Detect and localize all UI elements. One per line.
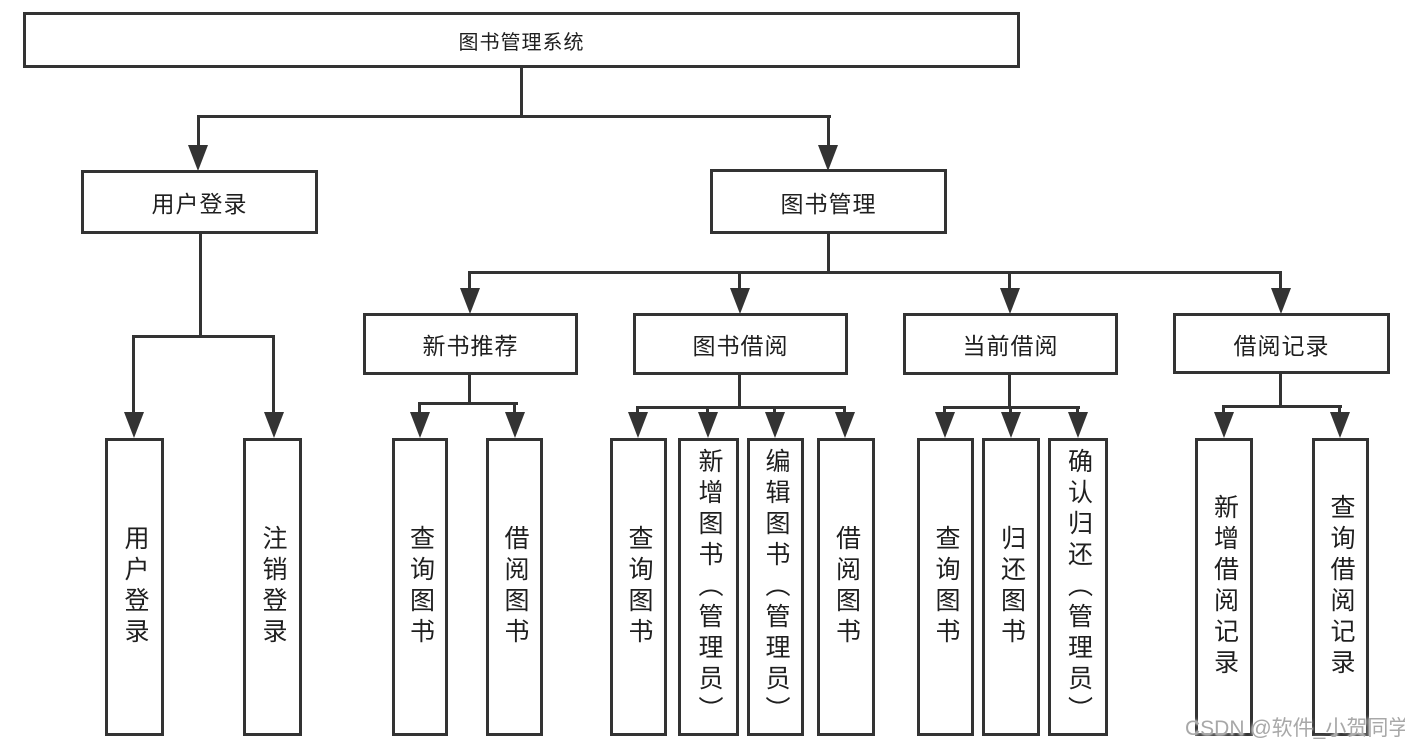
edge-drop-current-borrowing [1008,271,1011,290]
edge-drop-query-books-2 [636,406,639,414]
edge-drop-edit-books [773,406,776,414]
edge-drop-borrow-books-2 [843,406,846,414]
arrow-down-icon [1330,412,1350,438]
arrow-down-icon [628,412,648,438]
node-new-book-recommendation: 新书推荐 [363,313,578,375]
edge-drop-user-login [197,115,200,147]
arrow-down-icon [410,412,430,438]
edge-drop-new-book [468,271,471,290]
node-user-login: 用户登录 [81,170,318,234]
edge-drop-query-books-3 [943,406,946,414]
node-confirm-return-admin: 确认归还（管理员） [1048,438,1108,736]
edge-root-rail [197,115,831,118]
edge-current-borrowing-stem [1008,372,1011,409]
edge-borrowing-records-rail [1222,405,1342,408]
arrow-down-icon [505,412,525,438]
edge-drop-confirm-return [1076,406,1079,414]
node-edit-books-admin: 编辑图书（管理员） [747,438,804,736]
edge-new-book-rail [418,402,518,405]
node-library-management-system: 图书管理系统 [23,12,1020,68]
edge-drop-query-books-1 [418,402,421,414]
arrow-down-icon [1214,412,1234,438]
edge-drop-user-login-leaf [132,335,135,414]
arrow-down-icon [264,412,284,438]
arrow-down-icon [1001,412,1021,438]
edge-root-stem [520,66,523,115]
edge-borrowing-records-stem [1279,372,1282,408]
edge-drop-return-books [1009,406,1012,414]
edge-user-login-stem [199,232,202,337]
edge-book-management-rail [468,271,1282,274]
node-query-books-2: 查询图书 [610,438,667,736]
arrow-down-icon [730,288,750,314]
node-add-borrow-record: 新增借阅记录 [1195,438,1253,736]
edge-drop-borrow-books-1 [513,402,516,414]
edge-drop-book-borrowing [738,271,741,290]
edge-drop-add-borrow-record [1222,405,1225,414]
node-user-login-leaf: 用户登录 [105,438,164,736]
edge-drop-book-management [827,115,830,147]
arrow-down-icon [835,412,855,438]
arrow-down-icon [1068,412,1088,438]
node-query-borrow-record: 查询借阅记录 [1312,438,1369,736]
edge-book-borrowing-rail [636,406,846,409]
edge-drop-add-books [706,406,709,414]
arrow-down-icon [460,288,480,314]
edge-user-login-rail [132,335,275,338]
edge-drop-borrowing-records [1279,271,1282,290]
arrow-down-icon [1000,288,1020,314]
edge-new-book-stem [468,372,471,405]
edge-drop-query-borrow-record [1338,405,1341,414]
arrow-down-icon [1271,288,1291,314]
edge-drop-logout-leaf [272,335,275,414]
edge-book-borrowing-stem [738,372,741,409]
arrow-down-icon [935,412,955,438]
node-logout: 注销登录 [243,438,302,736]
node-add-books-admin: 新增图书（管理员） [678,438,739,736]
edge-book-management-stem [827,231,830,273]
node-book-borrowing: 图书借阅 [633,313,848,375]
node-query-books-1: 查询图书 [392,438,448,736]
node-query-books-3: 查询图书 [917,438,974,736]
node-book-management: 图书管理 [710,169,947,234]
node-borrowing-records: 借阅记录 [1173,313,1390,374]
node-current-borrowing: 当前借阅 [903,313,1118,375]
arrow-down-icon [765,412,785,438]
arrow-down-icon [698,412,718,438]
arrow-down-icon [188,145,208,171]
watermark: CSDN @软件_小贺同学 [1185,717,1405,740]
node-return-books: 归还图书 [982,438,1040,736]
arrow-down-icon [818,145,838,171]
node-borrow-books-2: 借阅图书 [817,438,875,736]
node-borrow-books-1: 借阅图书 [486,438,543,736]
arrow-down-icon [124,412,144,438]
